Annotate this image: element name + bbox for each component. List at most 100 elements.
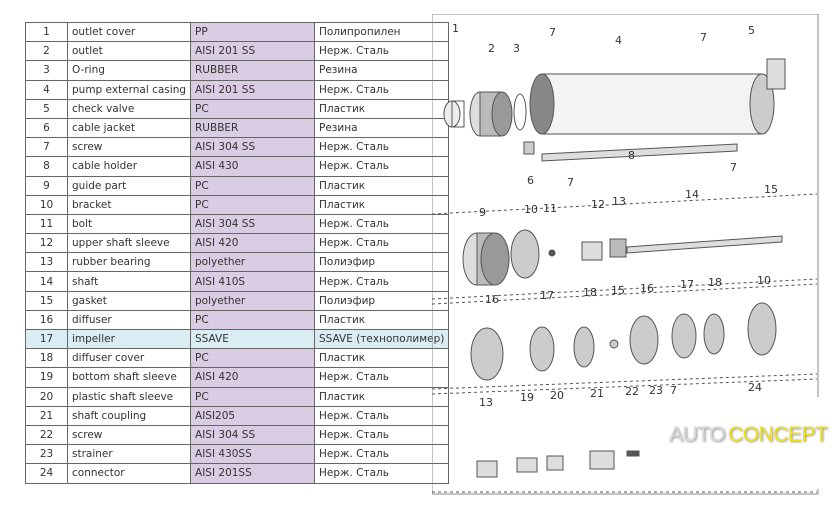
part-name: bottom shaft sleeve [66,367,192,388]
part-number: 9 [25,175,68,196]
part-name: diffuser [66,309,192,331]
part-number: 23 [25,444,68,465]
part-number: 6 [25,117,68,139]
cable-holder-part [541,143,738,162]
part-material: AISI 201 SS [190,41,316,62]
callout-label: 3 [513,42,520,55]
part-material: AISI 430SS [190,444,316,465]
part-name: gasket [66,290,192,311]
callout-label: 15 [764,183,778,196]
part-number: 16 [25,309,68,331]
cable-jacket-part [523,141,535,155]
part-material-ru: SSAVE (технополимер) [314,328,450,350]
callout-label: 22 [625,385,639,398]
part-name: shaft coupling [66,405,192,426]
check-valve-part [766,58,786,90]
part-number: 20 [25,386,68,407]
part-number: 1 [25,21,68,43]
part-number: 17 [25,328,68,350]
callout-label: 13 [479,396,493,409]
part-number: 18 [25,348,68,369]
callout-label: 17 [680,278,694,291]
part-material-ru: Нерж. Сталь [314,367,450,388]
callout-label: 16 [640,282,654,295]
part-name: impeller [66,328,192,350]
part-number: 12 [25,233,68,254]
part-number: 13 [25,252,68,273]
part-material-ru: Нерж. Сталь [314,79,450,100]
part-number: 24 [25,463,68,484]
part-material-ru: Нерж. Сталь [314,424,450,446]
callout-label: 7 [700,31,707,44]
part-number: 22 [25,424,68,446]
part-material-ru: Полиэфир [314,252,450,273]
part-number: 14 [25,271,68,292]
part-name: shaft [66,271,192,292]
callout-label: 13 [612,195,626,208]
bottom-parts [476,450,640,478]
outlet-part [469,91,513,137]
part-number: 2 [25,41,68,62]
part-name: guide part [66,175,192,196]
part-name: outlet cover [66,21,192,43]
shaft-part [626,235,783,254]
callout-label: 9 [479,206,486,219]
diagram-frame [432,14,819,495]
callout-label: 7 [670,384,677,397]
callout-label: 21 [590,387,604,400]
part-material: PC [190,309,316,331]
part-name: screw [66,137,192,158]
part-material: PC [190,98,316,119]
part-material-ru: Пластик [314,194,450,215]
part-number: 21 [25,405,68,426]
part-name: bracket [66,194,192,215]
part-material-ru: Пластик [314,386,450,407]
part-material: PC [190,386,316,407]
part-material-ru: Резина [314,60,450,81]
callout-label: 14 [685,188,699,201]
part-name: pump external casing [66,79,192,100]
part-material-ru: Полиэфир [314,290,450,311]
callout-label: 7 [730,161,737,174]
guide-part [462,232,510,286]
part-number: 15 [25,290,68,311]
callout-label: 18 [708,276,722,289]
bolt-part [548,249,556,257]
bracket-part [510,229,540,279]
callout-label: 24 [748,381,762,394]
autoconcept-watermark: AUTO CONCEPT [655,397,840,489]
part-name: strainer [66,444,192,465]
part-material: AISI 304 SS [190,213,316,235]
part-name: connector [66,463,192,484]
part-material-ru: Пластик [314,309,450,331]
part-material: AISI 201 SS [190,79,316,100]
callout-label: 7 [567,176,574,189]
rubber-bearing-part [609,238,627,258]
part-material-ru: Пластик [314,175,450,196]
part-material-ru: Нерж. Сталь [314,405,450,426]
part-name: upper shaft sleeve [66,233,192,254]
part-name: outlet [66,41,192,62]
part-number: 10 [25,194,68,215]
callout-label: 5 [748,24,755,37]
part-material: AISI 201SS [190,463,316,484]
callout-label: 15 [611,284,625,297]
part-number: 4 [25,79,68,100]
logo-part1: AUTO [669,423,725,446]
part-material: AISI 304 SS [190,424,316,446]
casing-part [529,73,775,135]
